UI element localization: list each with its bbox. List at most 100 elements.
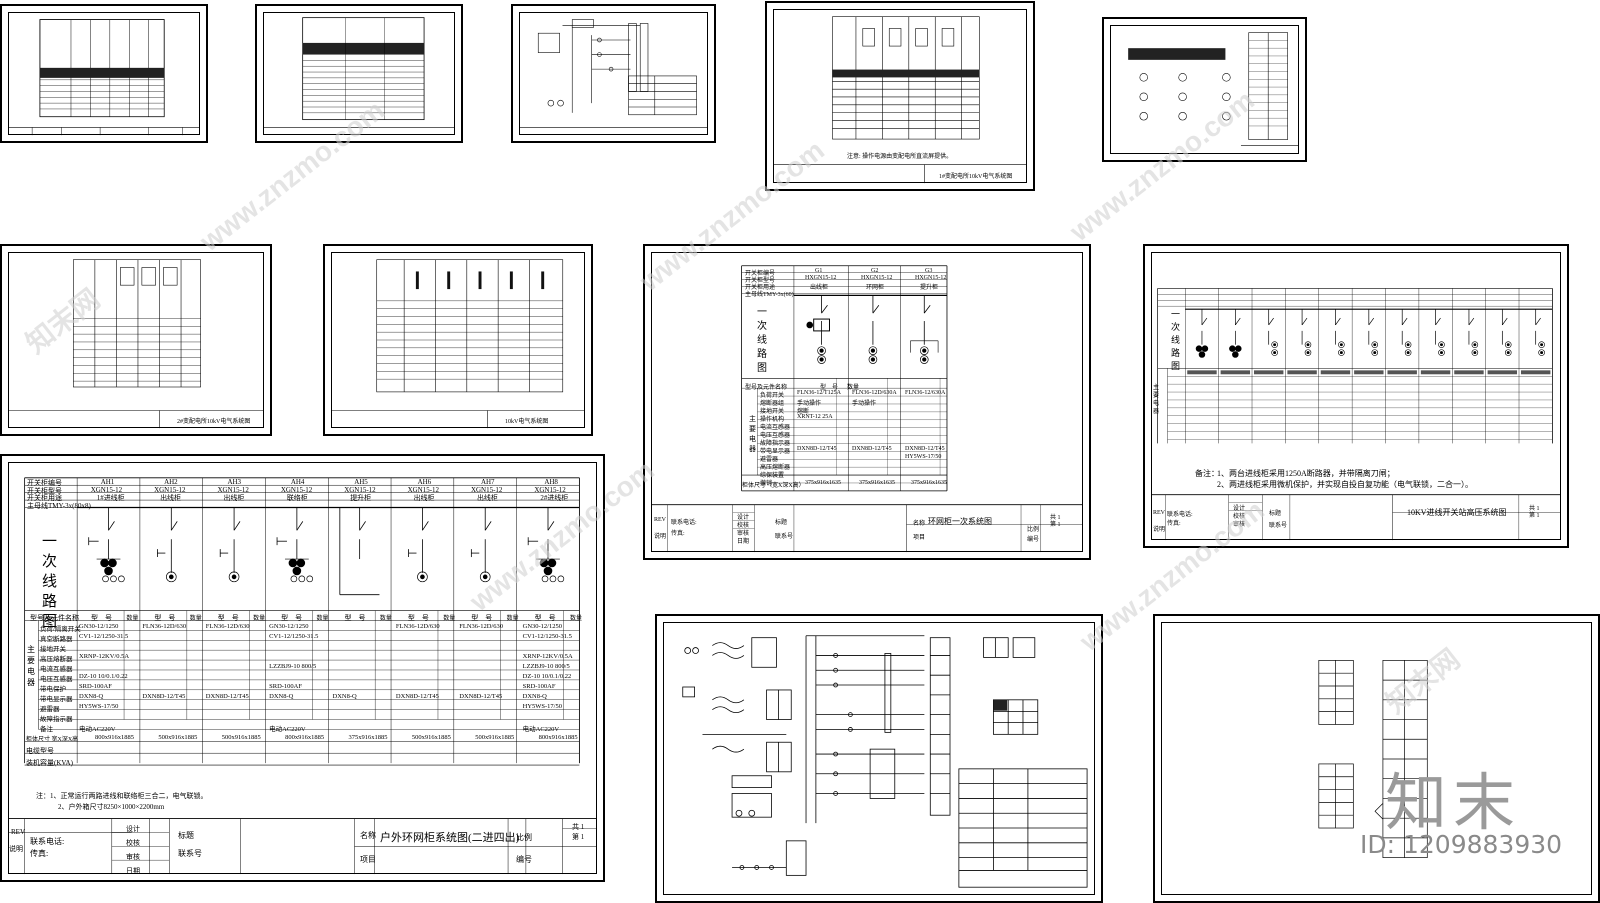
outdoor-cell: CV1-12/1250-31.5: [79, 633, 129, 640]
outdoor-cab-8-model: XGN15-12: [534, 485, 566, 494]
drawing-sheet-ring-main[interactable]: 开关柜编号 开关柜型号 开关柜用途 主母线TMY-3x(60) G1 HXGN1…: [643, 244, 1091, 560]
outdoor-table-head-model-3: 型 号: [217, 614, 239, 622]
ring-header-2: 开关柜型号: [745, 278, 776, 284]
outdoor-tb-name: 户外环网柜系统图(二进四出): [380, 832, 520, 844]
ring-row-label: 高压熔断器: [760, 465, 791, 471]
ring-cab-g2-model: HXGN15-12: [861, 275, 893, 281]
outdoor-cab-2-model: XGN15-12: [154, 485, 186, 494]
ring-cell: XRNT-12 25A: [797, 414, 833, 420]
outdoor-dims-4: 800x916x1885: [285, 734, 325, 741]
outdoor-cell: XRNP-12KV/0.5A: [79, 653, 130, 660]
drawing-sheet-5[interactable]: [1102, 17, 1307, 162]
drawing-sheet-2[interactable]: [255, 4, 463, 143]
outdoor-row-label: 电流互感器: [40, 666, 73, 673]
drawing-sheet-layout[interactable]: [1153, 614, 1600, 903]
outdoor-table-head-model-4: 型 号: [281, 614, 303, 622]
outdoor-cell: GN30-12/1250: [522, 623, 562, 630]
outdoor-tb-name-k: 名称: [360, 831, 376, 840]
10kv-tb-name: 10KV进线开关站高压系统图: [1407, 508, 1507, 517]
ring-tb-sheet: 共 1: [1050, 515, 1061, 521]
outdoor-table-head-qty-3: 数量: [253, 616, 266, 622]
ring-cab-g1-id: G1: [815, 268, 823, 274]
outdoor-cell: CV1-12/1250-31.5: [269, 633, 319, 640]
drawing-sheet-3[interactable]: [511, 4, 716, 143]
ring-cell: DXN8D-12/T45: [852, 446, 892, 452]
10kv-diagram: [1151, 288, 1561, 541]
outdoor-cab-5-id: AH5: [354, 478, 368, 486]
outdoor-tb-sheet: 共 1: [572, 823, 585, 831]
outdoor-row-label: 带电显示器: [40, 696, 73, 703]
ring-cell: DXN8D-12/T45: [797, 446, 837, 452]
outdoor-dims-2: 500x916x1885: [158, 734, 198, 741]
outdoor-dims-7: 500x916x1885: [475, 734, 515, 741]
ring-row-label: 故障指示器: [760, 441, 791, 447]
ring-table-head-1: 型号及元件名称: [745, 385, 788, 391]
sheet3-diagram: [519, 19, 708, 128]
outdoor-row-label: 电压互感器: [40, 676, 73, 683]
brand-logo: 知末: [1385, 766, 1522, 839]
10kv-note-2: 2、两进线柜采用微机保护，并实现自投自复功能（电气联锁，二合一）。: [1217, 480, 1473, 489]
outdoor-cell: FLN36-12D/630: [142, 623, 187, 630]
outdoor-cell: DXN8-Q: [79, 693, 104, 700]
outdoor-cab-4-model: XGN15-12: [280, 485, 313, 494]
ring-tb-name: 环网柜一次系统图: [928, 517, 992, 526]
id-label: ID: 1209883930: [1360, 830, 1563, 859]
10kv-tb-design: 设计: [1233, 506, 1246, 512]
ring-cell: 手动操作: [797, 401, 822, 407]
drawing-sheet-4[interactable]: 1#变配电所10kV电气系统图 注意: 操作电源由变配电所直流屏提供。: [765, 1, 1035, 191]
outdoor-tb-check: 校核: [126, 839, 140, 847]
outdoor-dims-3: 500x916x1885: [221, 734, 261, 741]
drawing-sheet-6[interactable]: 2#变配电所10kV电气系统图: [0, 244, 272, 436]
outdoor-tb-fax: 传真:: [30, 849, 49, 858]
outdoor-dims-label: 柜体尺寸 宽X深X高: [26, 737, 79, 743]
drawing-sheet-wiring[interactable]: [655, 614, 1103, 903]
sheet7-thumb-diagram: [331, 259, 585, 429]
sheet1-diagram: [8, 19, 200, 136]
drawing-sheet-1[interactable]: [0, 4, 208, 143]
ring-tb-contact: 联系电话:: [671, 520, 697, 526]
ring-tb-rev: REV: [654, 517, 666, 523]
ring-row-label: 操作机构: [760, 417, 785, 423]
drawing-sheet-10kv[interactable]: 一次线路图 主要电器 备注： 1、两台进线柜采用1250A断路器，并带隔离刀闸；…: [1143, 244, 1569, 548]
outdoor-cell: LZZBJ9-10 800/5: [522, 663, 570, 670]
outdoor-cell: SRD-100AF: [79, 683, 112, 690]
ring-tb-design: 设计: [737, 515, 750, 521]
ring-row-label: 撤销: [760, 481, 773, 487]
drawing-sheet-7[interactable]: 10kV电气系统图: [323, 244, 593, 436]
10kv-tb-contact: 联系电话:: [1167, 512, 1193, 518]
outdoor-cell: SRD-100AF: [522, 683, 556, 690]
ring-tb-contact-no: 联系号: [775, 534, 794, 540]
outdoor-dims-1: 800x916x1885: [95, 734, 134, 741]
sheet6-diagram: [8, 259, 264, 429]
outdoor-header-3: 开关柜用途: [27, 494, 62, 502]
outdoor-dims-6: 500x916x1885: [411, 734, 451, 741]
outdoor-cell: DXN8D-12/T45: [459, 693, 503, 700]
outdoor-tb-contact: 联系电话:: [30, 837, 65, 846]
outdoor-cell: DXN8-Q: [269, 693, 294, 700]
outdoor-cab-6-use: 出线柜: [413, 494, 435, 502]
10kv-tb-rev: REV: [1153, 510, 1165, 516]
ring-dims-1: 375x916x1635: [805, 480, 841, 486]
ring-tb-name-k: 名称: [913, 521, 926, 527]
outdoor-tb-date: 日期: [126, 867, 140, 875]
outdoor-tb-shuoming: 说明: [9, 845, 23, 853]
sheet7-thumb-title: 10kV电气系统图: [505, 419, 549, 425]
outdoor-tb-project: 项目: [360, 855, 376, 864]
10kv-note-title: 备注：: [1195, 469, 1219, 478]
ring-cell: FLN36-12D/630A: [852, 390, 897, 396]
outdoor-cab-2-use: 出线柜: [160, 494, 182, 502]
outdoor-dims-5: 375x916x1885: [348, 734, 388, 741]
ring-cab-g3-id: G3: [925, 268, 933, 274]
outdoor-row-label: 接地开关: [40, 646, 66, 653]
ring-cell: HY5WS-17/50: [905, 454, 942, 460]
10kv-tb-contact-no: 联系号: [1269, 523, 1288, 529]
outdoor-cell: HY5WS-17/50: [79, 703, 119, 710]
outdoor-header-1: 开关柜编号: [27, 479, 62, 487]
10kv-tb-sheet: 共 1: [1529, 506, 1540, 512]
outdoor-table-head-model-6: 型 号: [407, 614, 429, 622]
outdoor-cell: CV1-12/1250-31.5: [522, 633, 572, 640]
outdoor-row-label: 避雷器: [40, 706, 60, 713]
outdoor-table-head-model-1: 型 号: [91, 614, 112, 622]
layout-diagram: [1318, 660, 1428, 858]
